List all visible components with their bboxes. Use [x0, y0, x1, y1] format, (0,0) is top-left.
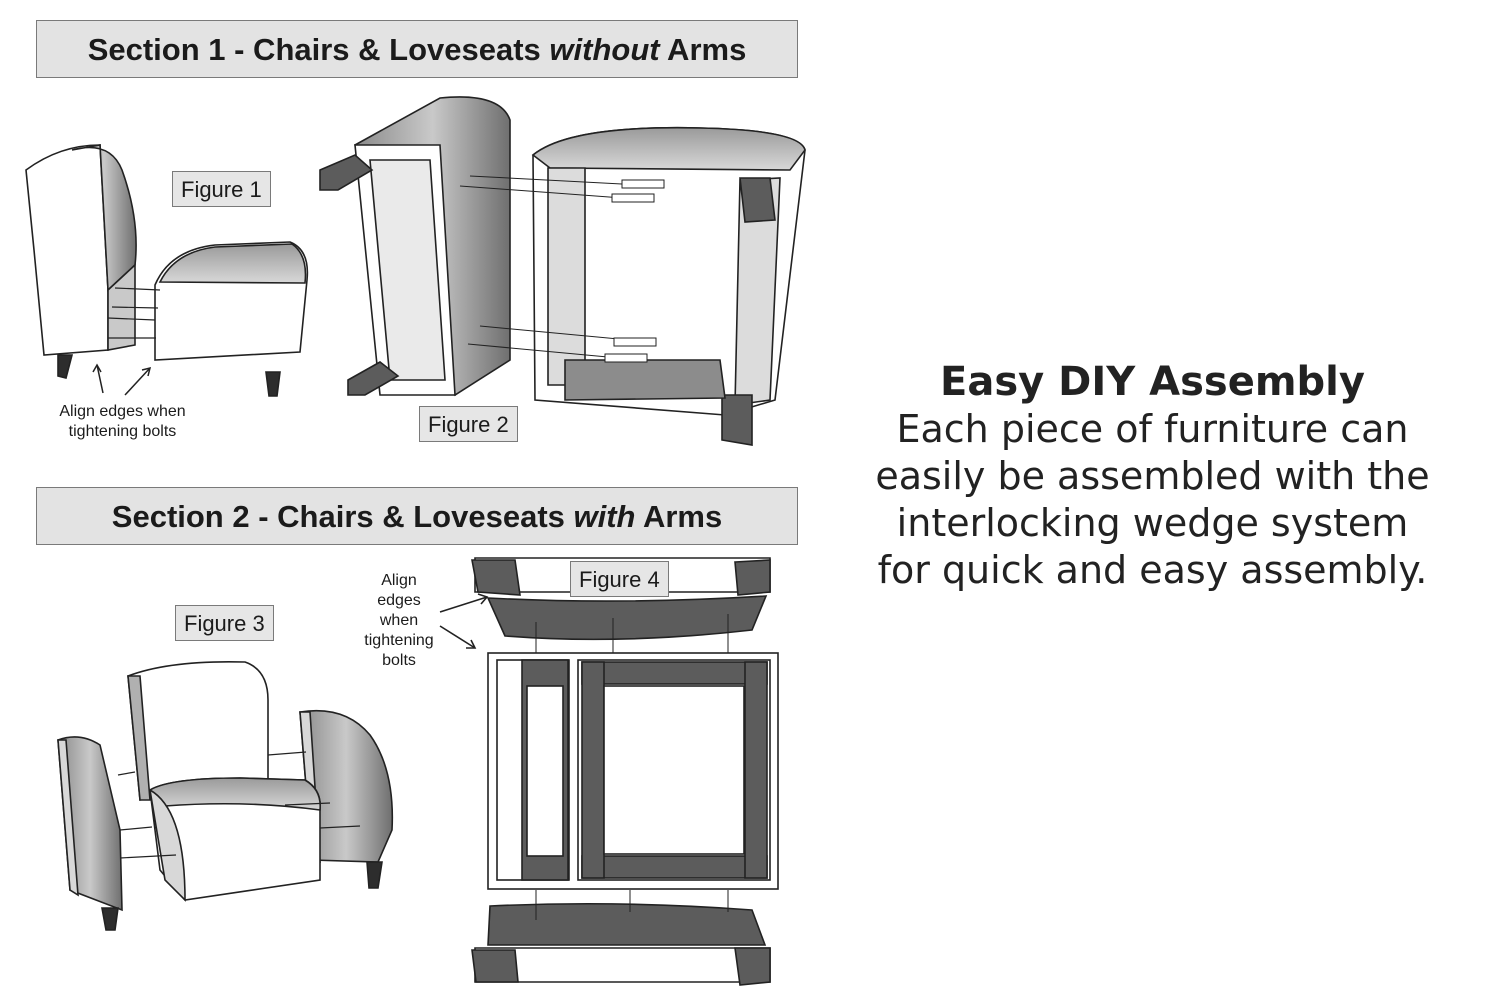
align-note-figure-1: Align edges when tightening bolts — [40, 402, 205, 442]
figure-3-label: Figure 3 — [175, 605, 274, 641]
figure-2-frame-drawing — [319, 96, 806, 446]
figure-1-label: Figure 1 — [172, 171, 271, 207]
section-1-suffix: Arms — [659, 32, 747, 67]
align-note-2-line-3: when — [379, 612, 419, 629]
section-1-header: Section 1 - Chairs & Loveseats without A… — [36, 20, 798, 78]
align-note-2-line-5: bolts — [382, 652, 416, 669]
promo-title: Easy DIY Assembly — [940, 359, 1365, 405]
section-2-suffix: Arms — [635, 499, 723, 534]
align-note-1-line-2: tightening bolts — [68, 423, 177, 440]
figure-4-label: Figure 4 — [570, 561, 669, 597]
section-1-prefix: Section 1 - Chairs & Loveseats — [87, 32, 550, 67]
section-2-emph: with — [573, 499, 636, 534]
figure-3-chair-drawing — [57, 660, 394, 931]
align-note-2-line-1: Align — [381, 572, 417, 589]
promo-body: Each piece of furniture can easily be as… — [875, 407, 1430, 592]
align-note-2-line-2: edges — [377, 592, 421, 609]
section-2-prefix: Section 2 - Chairs & Loveseats — [111, 499, 574, 534]
section-1-emph: without — [549, 32, 660, 67]
promo-block: Easy DIY Assembly Each piece of furnitur… — [865, 358, 1440, 594]
align-note-1-line-1: Align edges when — [59, 403, 186, 420]
align-note-figure-4: Align edges when tightening bolts — [356, 571, 442, 671]
figure-4-frame-drawing — [439, 557, 779, 986]
figure-1-chair-drawing — [25, 144, 309, 397]
section-2-header: Section 2 - Chairs & Loveseats with Arms — [36, 487, 798, 545]
figure-2-label: Figure 2 — [419, 406, 518, 442]
align-note-2-line-4: tightening — [364, 632, 434, 649]
assembly-illustrations — [25, 96, 806, 986]
